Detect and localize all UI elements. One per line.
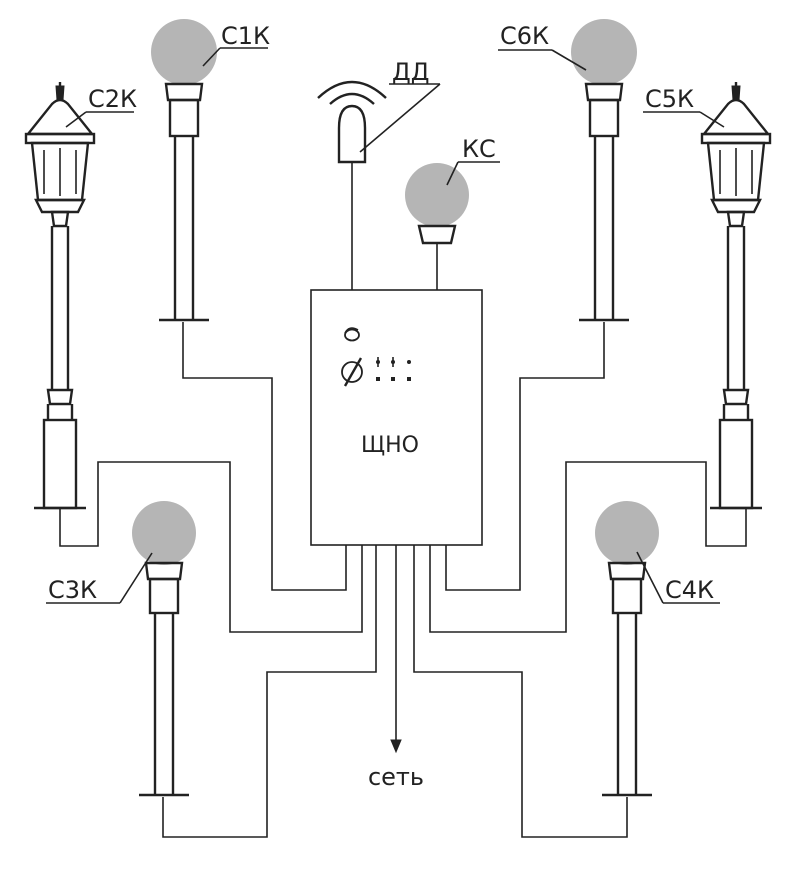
motion-sensor: ДД [317, 58, 441, 164]
lamp-c6k-label: С6К [500, 22, 549, 50]
lamp-c4k-label: С4К [665, 576, 714, 604]
lamp-c2k: С2К [24, 82, 137, 510]
lamp-c3k: С3К [46, 501, 196, 797]
lamp-c3k-label: С3К [48, 576, 97, 604]
mains-label: сеть [368, 763, 424, 791]
panel-indicator-icon [344, 327, 360, 342]
lamp-c6k: С6К [498, 19, 637, 322]
lamp-c1k: С1К [151, 19, 270, 322]
wiring [59, 162, 747, 838]
panel-switch-icon [341, 357, 363, 387]
lamp-c2k-label: С2К [88, 85, 137, 113]
lamp-c5k-label: С5К [645, 85, 694, 113]
lamp-c1k-label: С1К [221, 22, 270, 50]
control-panel: ЩНО [310, 289, 483, 546]
panel-terminals-icon [376, 357, 411, 381]
lamp-c5k: С5К [643, 82, 772, 510]
lamp-c4k: С4К [595, 501, 720, 797]
panel-label: ЩНО [361, 433, 419, 458]
motion-sensor-label: ДД [392, 58, 430, 86]
control-lamp: КС [405, 135, 500, 245]
control-lamp-label: КС [462, 135, 496, 163]
